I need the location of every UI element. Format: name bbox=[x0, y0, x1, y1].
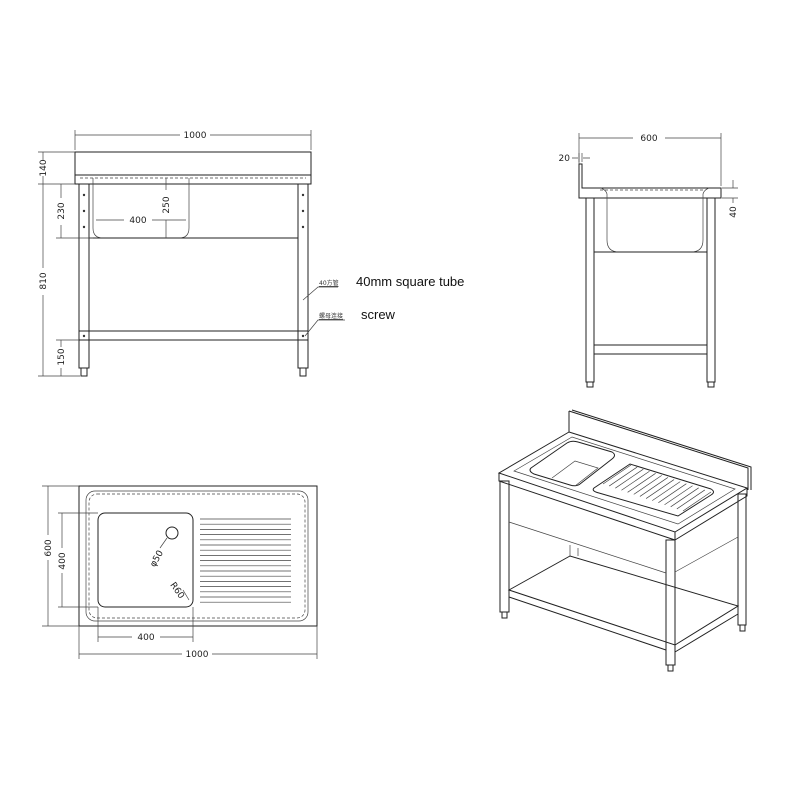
isometric-view bbox=[497, 409, 752, 672]
front-view: 1000 140 810 230 150 400 250 40方管 40mm s… bbox=[38, 130, 464, 377]
dim-bowl-width: 400 bbox=[129, 216, 146, 226]
dim-radius: R60 bbox=[167, 581, 186, 601]
iso-rib-line bbox=[670, 487, 699, 508]
dim-drain: φ50 bbox=[149, 549, 166, 569]
iso-rib-line bbox=[615, 468, 644, 489]
iso-rib-line bbox=[633, 475, 662, 495]
plan-view: φ50 R60 600 400 400 1000 bbox=[42, 485, 318, 660]
iso-rib-line bbox=[664, 485, 693, 506]
dim-plan-width: 1000 bbox=[186, 650, 209, 660]
iso-rib-line bbox=[658, 483, 687, 503]
iso-rib-line bbox=[621, 470, 650, 491]
dim-bowl-length: 400 bbox=[58, 552, 68, 569]
iso-rib-line bbox=[627, 473, 656, 493]
dim-shelf-height: 150 bbox=[57, 348, 67, 365]
note-tube-cn: 40方管 bbox=[319, 279, 339, 287]
iso-rib-line bbox=[602, 464, 632, 485]
dim-plan-bowl-width: 400 bbox=[137, 633, 154, 643]
dim-bowl-depth-side: 230 bbox=[57, 202, 67, 219]
iso-rib-line bbox=[645, 479, 675, 499]
side-view: 600 20 40 bbox=[559, 133, 739, 388]
iso-rib-line bbox=[639, 477, 669, 497]
dim-top-thickness: 40 bbox=[729, 206, 739, 218]
dim-backsplash-thickness: 20 bbox=[559, 154, 571, 164]
dim-height: 810 bbox=[39, 272, 49, 289]
dim-depth: 600 bbox=[640, 134, 657, 144]
iso-rib-line bbox=[676, 489, 706, 510]
note-screw-cn: 螺母连接 bbox=[319, 312, 343, 320]
dim-backsplash: 140 bbox=[39, 159, 49, 176]
iso-rib-line bbox=[608, 466, 638, 487]
dim-plan-depth: 600 bbox=[44, 539, 54, 556]
iso-rib-line bbox=[652, 481, 681, 501]
dim-bowl-depth: 250 bbox=[162, 196, 172, 213]
drainboard-ribs bbox=[200, 518, 291, 603]
note-screw: screw bbox=[361, 307, 396, 322]
iso-rib-line bbox=[682, 491, 712, 512]
iso-drainboard-ribs bbox=[602, 464, 712, 512]
dim-width: 1000 bbox=[184, 131, 207, 141]
note-tube: 40mm square tube bbox=[356, 274, 464, 289]
